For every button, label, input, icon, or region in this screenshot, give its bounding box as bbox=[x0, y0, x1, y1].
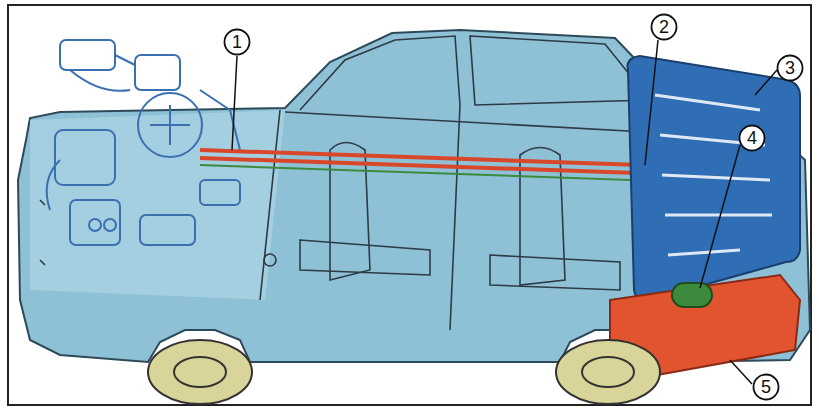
frame bbox=[8, 5, 811, 405]
callout-number: 5 bbox=[752, 373, 780, 401]
callout-number: 3 bbox=[776, 54, 804, 82]
cylinder bbox=[672, 283, 712, 307]
callout-number: 1 bbox=[223, 28, 251, 56]
callout-number: 2 bbox=[650, 13, 678, 41]
callout-circle: 1 bbox=[223, 28, 251, 56]
callout-number: 4 bbox=[738, 124, 766, 152]
body-lines bbox=[40, 36, 700, 330]
tank bbox=[628, 56, 801, 300]
callout-circle: 4 bbox=[738, 124, 766, 152]
callout-circle: 5 bbox=[752, 373, 780, 401]
tank-ribs bbox=[655, 95, 772, 255]
engine-bay bbox=[30, 110, 285, 300]
callout-circle: 3 bbox=[776, 54, 804, 82]
callout-circle: 2 bbox=[650, 13, 678, 41]
leader-lines bbox=[232, 40, 777, 384]
fuel-lines bbox=[200, 150, 655, 300]
pipe bbox=[200, 165, 630, 180]
wheels bbox=[148, 340, 660, 404]
engine-parts bbox=[47, 40, 240, 245]
